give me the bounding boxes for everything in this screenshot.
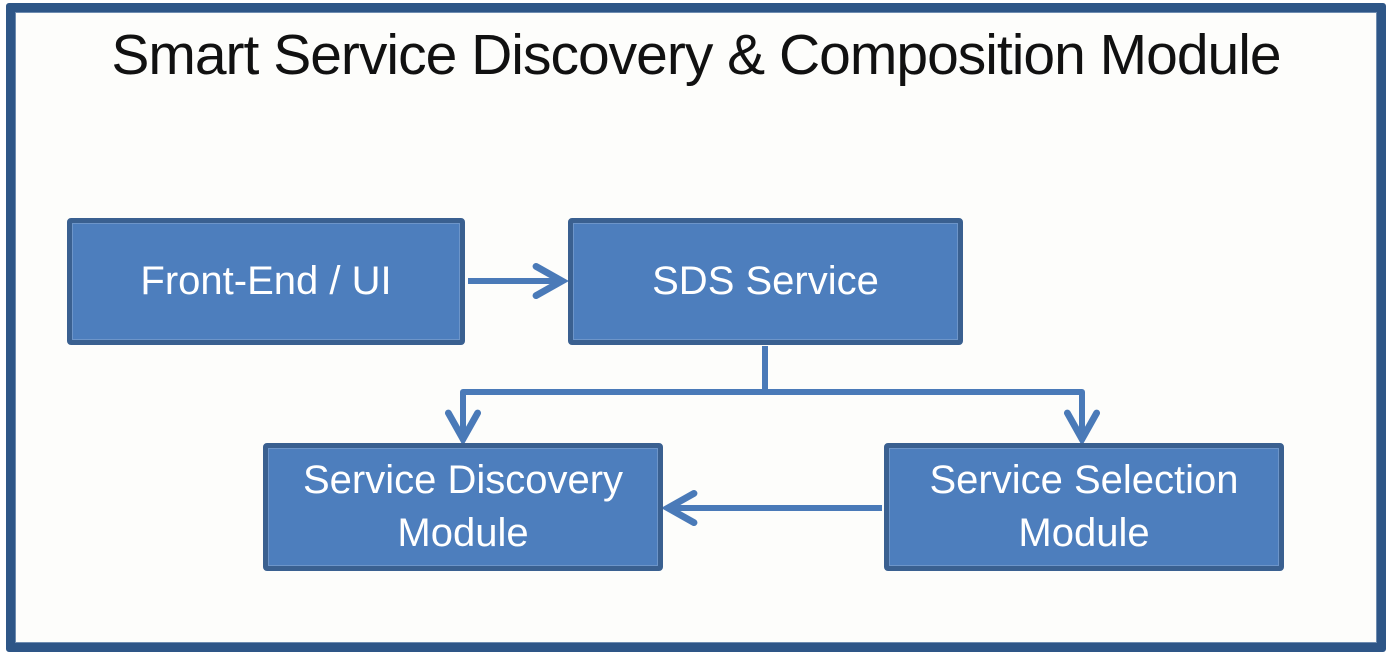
node-service-selection-module: Service Selection Module bbox=[884, 443, 1284, 571]
page-title: Smart Service Discovery & Composition Mo… bbox=[111, 23, 1281, 87]
node-service-discovery-module: Service Discovery Module bbox=[263, 443, 663, 571]
node-label: Front-End / UI bbox=[140, 259, 392, 304]
node-sds-service: SDS Service bbox=[568, 218, 963, 345]
node-label: Service Discovery Module bbox=[302, 458, 624, 555]
node-label: SDS Service bbox=[652, 259, 879, 304]
node-front-end-ui: Front-End / UI bbox=[67, 218, 465, 345]
node-label: Service Selection Module bbox=[929, 458, 1239, 555]
